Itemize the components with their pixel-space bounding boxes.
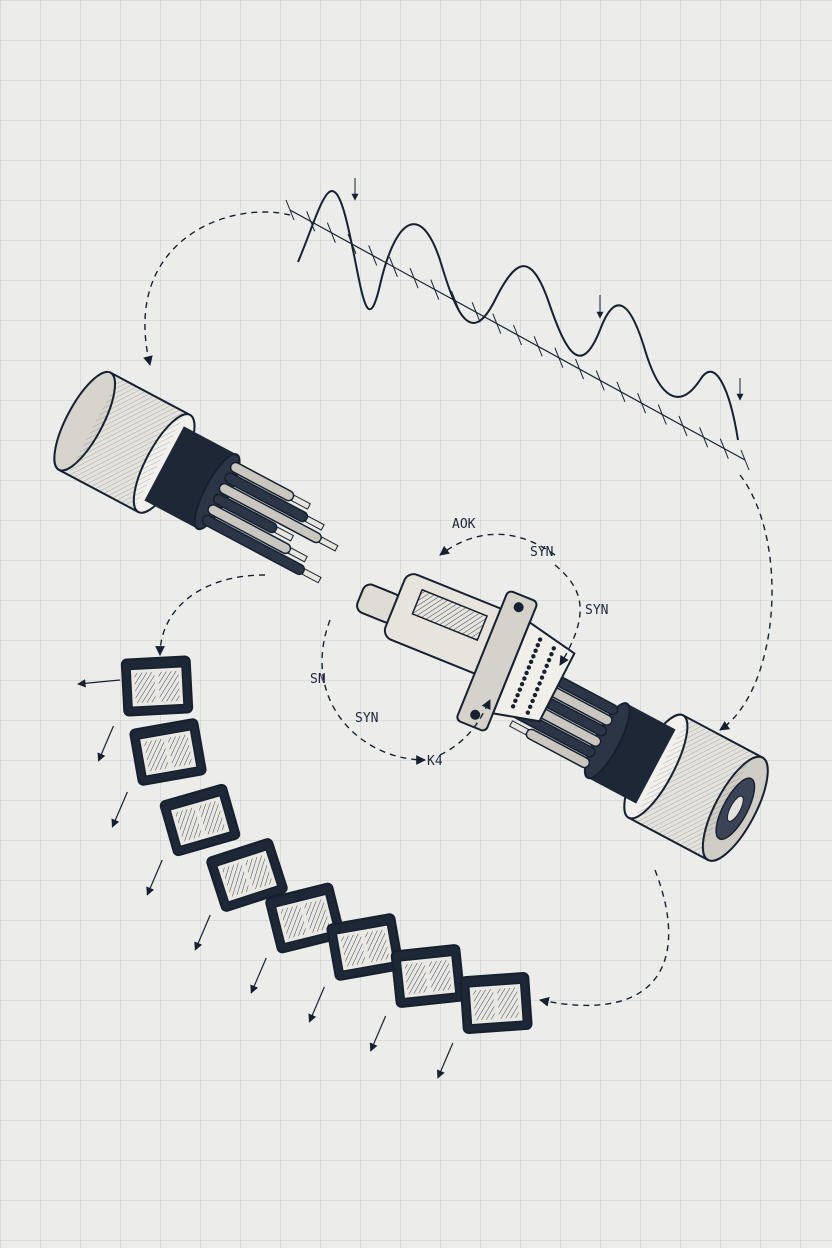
left-cable-wires xyxy=(201,461,339,584)
waveform-tick xyxy=(657,404,667,425)
packet xyxy=(459,972,533,1034)
waveform-tick xyxy=(595,370,605,391)
wire-tip xyxy=(304,515,325,531)
label-syn-left: SN xyxy=(310,672,326,687)
waveform-tick xyxy=(306,211,316,232)
connector-pin xyxy=(513,698,518,703)
left-cable xyxy=(53,370,339,584)
label-syn-right: SYN xyxy=(585,603,608,618)
waveform-tick xyxy=(616,381,626,403)
connector-pin xyxy=(535,642,541,648)
waveform-tick xyxy=(347,233,357,255)
connector-pin xyxy=(551,646,556,651)
connector-pin xyxy=(544,663,549,669)
flow-arrow-left xyxy=(155,574,266,656)
syn-arrow-bottom xyxy=(321,619,426,765)
packet-arrow xyxy=(77,679,121,688)
wire-tip xyxy=(301,568,322,584)
packet xyxy=(120,655,194,717)
ack-arrow xyxy=(439,533,556,556)
waveform-tick xyxy=(513,324,522,346)
packet-arrow xyxy=(194,914,211,951)
waveform-tick xyxy=(409,267,419,289)
packet xyxy=(159,783,241,857)
waveform-tick xyxy=(450,290,460,312)
packet-arrow xyxy=(111,791,128,828)
ack-arrow-bottom xyxy=(439,699,491,756)
waveform-tick xyxy=(285,199,295,221)
connector-pin xyxy=(525,710,531,715)
waveform-tick xyxy=(533,336,543,357)
connector-pin xyxy=(535,687,540,692)
connector-pin xyxy=(522,676,527,681)
packet-arrow xyxy=(97,725,115,762)
connector-pin xyxy=(533,648,538,653)
waveform-tick xyxy=(554,347,564,368)
label-ack: AOK xyxy=(452,517,476,532)
packet-arrow xyxy=(436,1042,454,1079)
connector-pin xyxy=(510,704,516,709)
connector-pin xyxy=(531,654,536,659)
connector-pin xyxy=(519,681,525,687)
packet xyxy=(129,718,207,786)
connector-pin xyxy=(539,675,545,680)
packet xyxy=(326,913,404,981)
connector-pin xyxy=(537,681,542,686)
packet-arrow xyxy=(308,986,325,1023)
waveform-curve xyxy=(297,190,739,441)
handshake-labels: AOK SYN SYN SYN SN K4 xyxy=(310,517,608,769)
waveform-tick xyxy=(326,222,336,243)
waveform-tick xyxy=(492,313,502,334)
waveform-tick xyxy=(719,438,729,459)
wire-tip xyxy=(318,536,339,552)
wire-tip xyxy=(287,547,308,563)
connector-pin xyxy=(542,669,547,674)
waveform-tick xyxy=(740,449,750,471)
waveform-tick xyxy=(575,358,585,380)
waveform-tick xyxy=(678,415,688,437)
packet-arrow xyxy=(369,1015,387,1052)
label-syn-top: SYN xyxy=(530,545,553,560)
connector-pin xyxy=(532,692,538,698)
flow-arrow-bottom-right xyxy=(539,869,670,1007)
wire-tip xyxy=(274,526,295,542)
connector-pin xyxy=(526,665,532,670)
wire-tip xyxy=(509,720,530,736)
packet xyxy=(206,838,288,912)
packet-arrow xyxy=(146,859,163,896)
connector-pin xyxy=(524,670,529,676)
packet xyxy=(390,944,466,1008)
label-syn-bottom: SYN xyxy=(355,711,378,726)
right-cable-jacket xyxy=(583,702,676,804)
waveform-tick xyxy=(637,392,647,414)
wire-tip xyxy=(290,494,311,510)
waveform-ticks xyxy=(285,199,750,471)
waveform-tick xyxy=(368,245,378,266)
handshake-arrows xyxy=(143,211,773,1007)
connector-pin xyxy=(537,637,543,642)
connector-pin xyxy=(530,698,535,704)
flow-arrow-top-left xyxy=(143,211,291,366)
connector-pin xyxy=(517,687,523,692)
packet-arrow xyxy=(250,957,267,994)
connector-pins xyxy=(510,637,556,715)
waveform-tick xyxy=(430,279,440,300)
connector-pin xyxy=(546,657,552,663)
packet-chain xyxy=(77,655,533,1079)
waveform-tick xyxy=(388,256,398,278)
connector-pin xyxy=(549,652,554,657)
syn-arrow-right xyxy=(554,564,581,666)
label-ack-bottom: K4 xyxy=(427,754,443,769)
connector-pin xyxy=(515,693,520,698)
connector-pin xyxy=(528,659,534,665)
db25-connector xyxy=(356,573,576,732)
flow-arrow-right xyxy=(719,474,773,731)
waveform-tick xyxy=(699,427,709,448)
packet xyxy=(265,882,345,954)
signal-waveform xyxy=(285,178,750,471)
connector-pin xyxy=(527,704,533,709)
waveform-tick xyxy=(471,302,481,323)
